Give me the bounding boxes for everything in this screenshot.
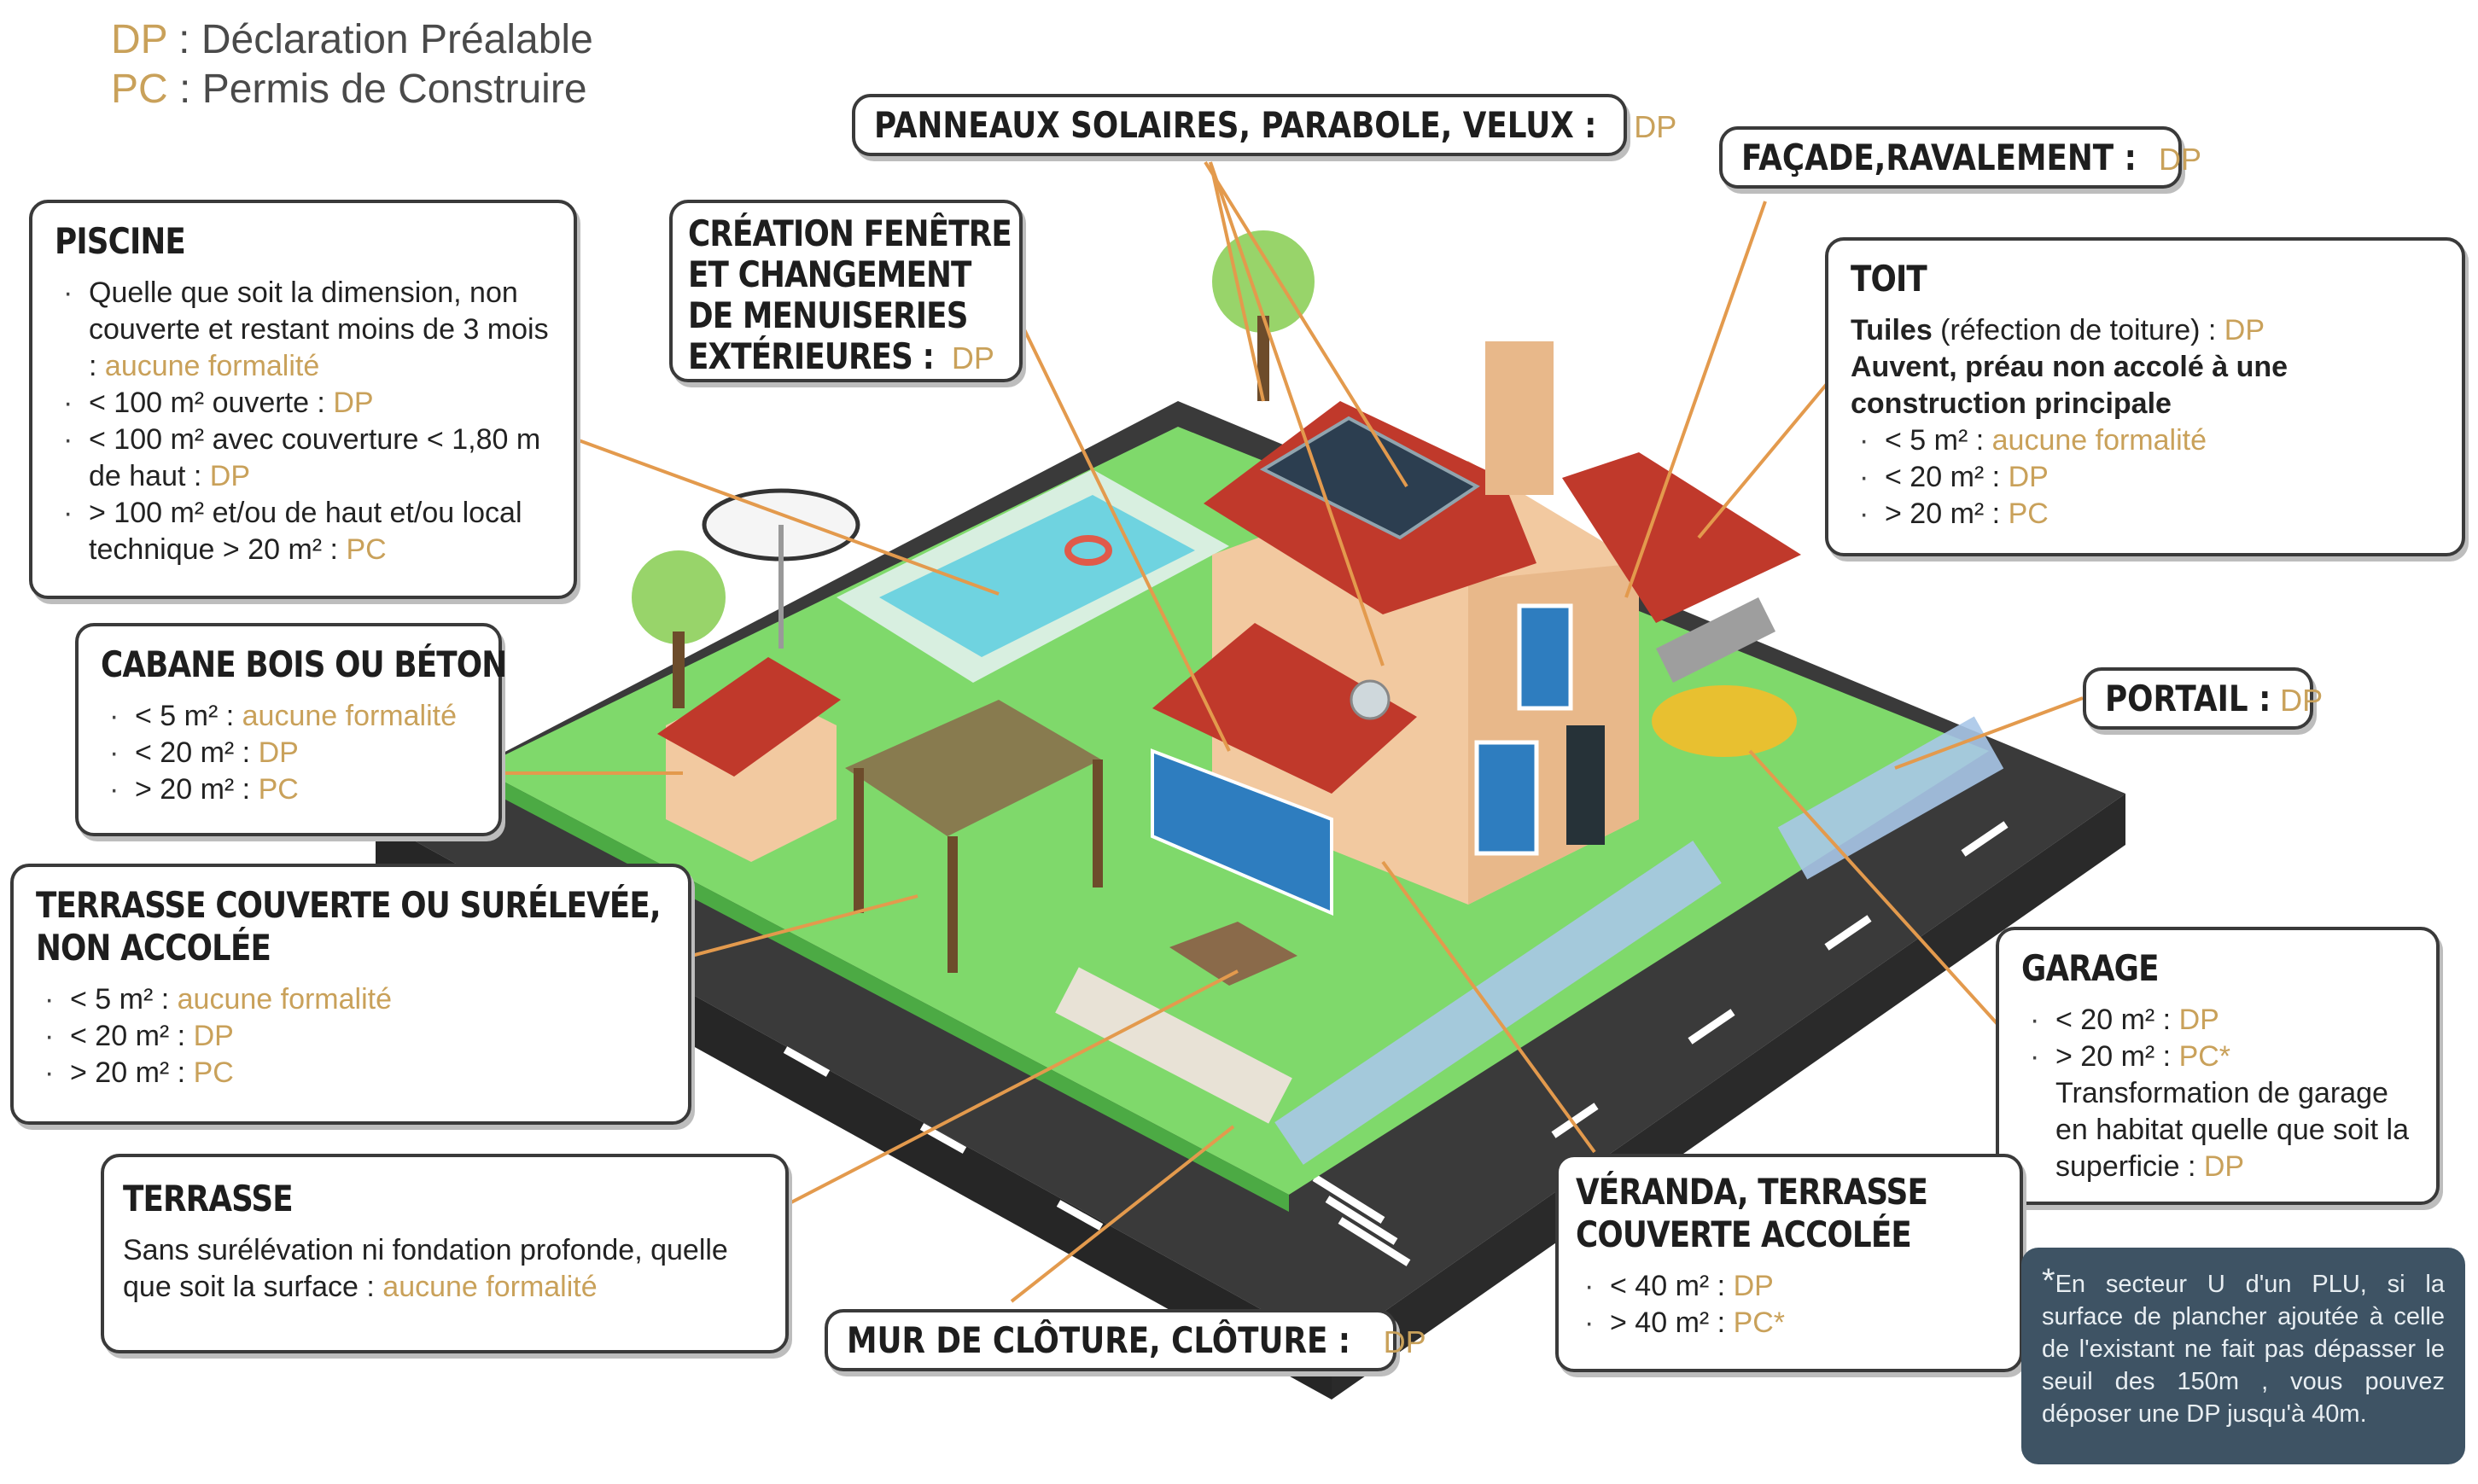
box-terrasse-couverte: TERRASSE COUVERTE OU SURÉLEVÉE, NON ACCO… <box>10 864 691 1125</box>
veranda-list: < 40 m² : DP > 40 m² : PC* <box>1576 1268 2003 1341</box>
box-title: GARAGE <box>2021 947 2159 989</box>
car <box>1652 685 1797 757</box>
label-value: DP <box>951 340 994 375</box>
label-title: PORTAIL : <box>2105 678 2271 719</box>
label-facade: FAÇADE,RAVALEMENT : DP <box>1719 126 2201 189</box>
window <box>1517 603 1573 711</box>
toit-tuiles: Tuiles (réfection de toiture) : DP <box>1851 314 2265 346</box>
box-toit: TOIT Tuiles (réfection de toiture) : DP … <box>1825 237 2465 556</box>
box-title-line: ET CHANGEMENT <box>688 253 971 295</box>
leader-lines <box>502 160 2084 1303</box>
label-mur: MUR DE CLÔTURE, CLÔTURE : DP <box>825 1309 1426 1371</box>
box-veranda: VÉRANDA, TERRASSE COUVERTE ACCOLÉE < 40 … <box>1555 1154 2023 1372</box>
list-item: < 100 m² avec couverture < 1,80 m de hau… <box>55 422 551 495</box>
carport <box>1656 597 1775 683</box>
label-portail: PORTAIL : DP <box>2083 667 2323 730</box>
solar-panels <box>1259 416 1480 540</box>
list-item: < 5 m² : aucune formalité <box>101 698 476 735</box>
list-item: > 40 m² : PC* <box>1576 1305 2003 1341</box>
list-item: < 20 m² : DP <box>1851 459 2440 496</box>
box-garage: GARAGE < 20 m² : DP > 20 m² : PC* Transf… <box>1996 927 2440 1205</box>
list-item: < 5 m² : aucune formalité <box>36 981 666 1018</box>
list-item: > 20 m² : PC <box>36 1055 666 1091</box>
legend-dp: DP : Déclaration Préalable <box>111 17 593 62</box>
garden-wall <box>1055 967 1292 1124</box>
box-title-line: CRÉATION FENÊTRE <box>688 212 1012 254</box>
box-cabane: CABANE BOIS OU BÉTON < 5 m² : aucune for… <box>75 623 507 836</box>
list-item: > 100 m² et/ou de haut et/ou local techn… <box>55 495 551 568</box>
label-panneaux: PANNEAUX SOLAIRES, PARABOLE, VELUX : DP <box>852 94 1676 156</box>
list-item: Quelle que soit la dimension, non couver… <box>55 275 551 385</box>
label-value: DP <box>1634 109 1677 144</box>
chimney <box>1485 341 1554 495</box>
label-title: PANNEAUX SOLAIRES, PARABOLE, VELUX : <box>874 104 1597 146</box>
veranda-roof <box>1152 623 1417 794</box>
box-title-line: VÉRANDA, TERRASSE <box>1576 1171 1928 1213</box>
pool <box>879 495 1195 657</box>
box-title: CABANE BOIS OU BÉTON <box>101 643 507 685</box>
garage-transfo: Transformation de garage en habitat quel… <box>2055 1077 2409 1183</box>
label-value: DP <box>1383 1324 1426 1359</box>
garden-table <box>1169 922 1297 986</box>
box-piscine: PISCINE Quelle que soit la dimension, no… <box>29 200 577 599</box>
door <box>1566 725 1605 845</box>
tree <box>632 550 726 644</box>
label-value: DP <box>2280 683 2323 718</box>
box-fenetre: CRÉATION FENÊTRE ET CHANGEMENT DE MENUIS… <box>669 200 1023 382</box>
label-title: FAÇADE,RAVALEMENT : <box>1741 137 2137 178</box>
box-title-line: COUVERTE ACCOLÉE <box>1576 1213 1912 1255</box>
pool-float <box>1064 535 1112 566</box>
list-item: < 40 m² : DP <box>1576 1268 2003 1305</box>
legend: DP : Déclaration Préalable PC : Permis d… <box>111 15 593 114</box>
footnote-text: En secteur U d'un PLU, si la surface de … <box>2042 1271 2445 1428</box>
window <box>1474 740 1539 856</box>
list-item: < 20 m² : DP <box>2021 1002 2414 1039</box>
piscine-list: Quelle que soit la dimension, non couver… <box>55 275 551 568</box>
satellite-dish <box>1350 679 1391 720</box>
box-title-line: TERRASSE COUVERTE OU SURÉLEVÉE, <box>36 884 662 926</box>
list-item: > 20 m² : PC <box>101 771 476 808</box>
toit-list: < 5 m² : aucune formalité < 20 m² : DP >… <box>1851 422 2440 532</box>
footnote-star: * <box>2042 1262 2055 1300</box>
cabane-list: < 5 m² : aucune formalité < 20 m² : DP >… <box>101 698 476 808</box>
box-title-line: DE MENUISERIES <box>688 294 968 336</box>
box-title: TOIT <box>1851 258 1927 300</box>
garage-list: < 20 m² : DP > 20 m² : PC* <box>2021 1002 2414 1075</box>
list-item: > 20 m² : PC* <box>2021 1039 2414 1075</box>
veranda-glass <box>1151 748 1333 917</box>
garage-roof <box>1562 452 1801 623</box>
box-title: TERRASSE <box>123 1178 294 1219</box>
box-title-line: NON ACCOLÉE <box>36 927 271 969</box>
terrasse-text: Sans surélévation ni fondation profonde,… <box>123 1234 728 1303</box>
label-title: MUR DE CLÔTURE, CLÔTURE : <box>847 1319 1351 1361</box>
list-item: < 20 m² : DP <box>101 735 476 771</box>
shed-roof <box>657 657 841 777</box>
box-title-line: EXTÉRIEURES : <box>688 335 935 377</box>
list-item: > 20 m² : PC <box>1851 496 2440 532</box>
footnote: *En secteur U d'un PLU, si la surface de… <box>2021 1248 2465 1464</box>
fence <box>1274 841 1722 1165</box>
label-value: DP <box>2158 142 2201 177</box>
terrasse-couverte-list: < 5 m² : aucune formalité < 20 m² : DP >… <box>36 981 666 1091</box>
box-terrasse: TERRASSE Sans surélévation ni fondation … <box>101 1154 789 1353</box>
legend-pc: PC : Permis de Construire <box>111 67 587 112</box>
list-item: < 20 m² : DP <box>36 1018 666 1055</box>
list-item: < 5 m² : aucune formalité <box>1851 422 2440 459</box>
list-item: < 100 m² ouverte : DP <box>55 385 551 422</box>
tree <box>1212 230 1315 333</box>
pergola <box>845 700 1101 836</box>
box-title: PISCINE <box>55 220 186 262</box>
toit-auvent: Auvent, préau non accolé à une construct… <box>1851 351 2289 420</box>
